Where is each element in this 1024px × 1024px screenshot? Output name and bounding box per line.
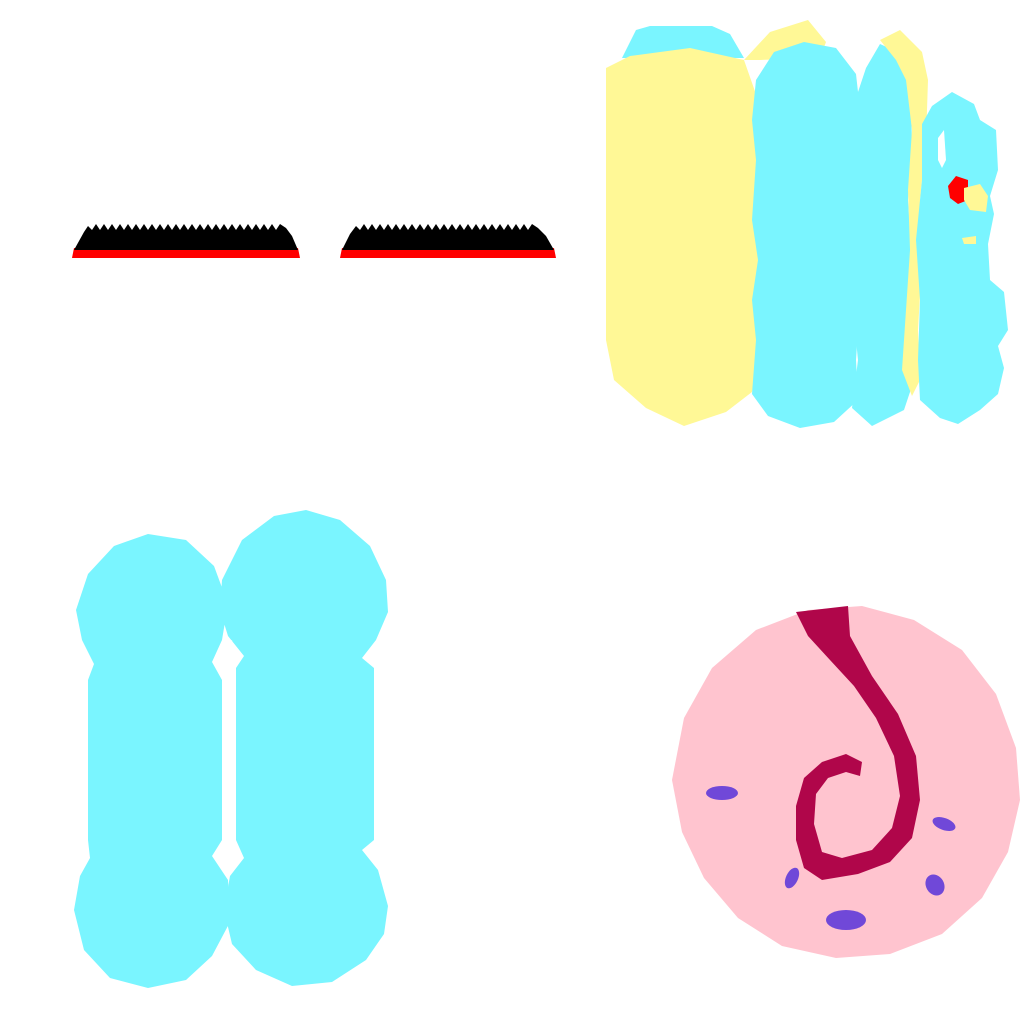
twin-blob-cluster <box>74 510 388 988</box>
violet-spot-left <box>706 786 738 800</box>
violet-spot-lower-left <box>784 867 800 889</box>
bundle-yellow-column-large <box>606 48 760 426</box>
bundle-cluster <box>606 20 1008 428</box>
twin-blob-right <box>220 510 388 986</box>
bundle-cyan-small-column <box>916 92 1008 424</box>
bundle-red-spot <box>948 176 968 204</box>
violet-spot-lower-right <box>925 874 945 896</box>
spiral-disc-body <box>672 606 1020 958</box>
violet-spot-bottom <box>826 910 866 930</box>
toothed-bar-left <box>72 224 300 258</box>
bundle-yellow-dash <box>962 236 976 244</box>
toothed-bar-left-red-base <box>72 248 300 258</box>
toothed-bar-right <box>340 224 556 258</box>
bundle-cyan-cap <box>622 26 744 58</box>
spiral-disc <box>672 606 1020 958</box>
toothed-bar-left-black-teeth <box>74 224 298 250</box>
bundle-cyan-column-right <box>852 44 914 426</box>
spiral-stroke <box>796 606 920 880</box>
toothed-bar-right-red-base <box>340 248 556 258</box>
bundle-yellow-spot <box>964 184 988 212</box>
toothed-bar-right-black-teeth <box>342 224 554 250</box>
violet-spot-right-upper <box>932 817 956 831</box>
bundle-white-notch <box>938 130 946 168</box>
twin-blob-left <box>74 534 230 988</box>
bundle-yellow-strip <box>880 30 928 396</box>
twin-blob-gap <box>222 640 236 856</box>
bundle-cyan-column-left <box>752 42 860 428</box>
